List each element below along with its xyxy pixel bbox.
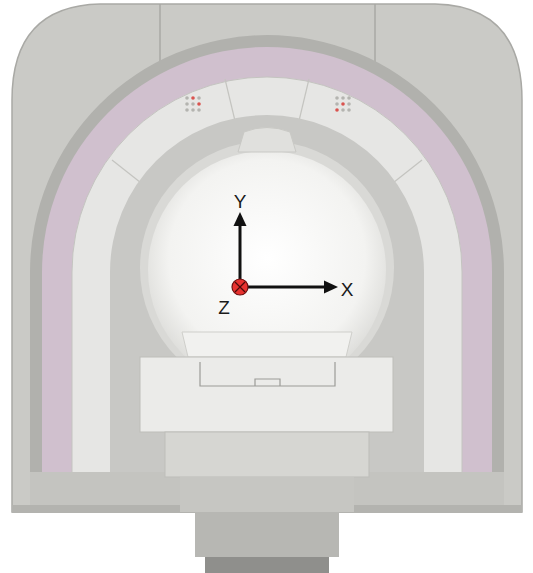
bore — [148, 151, 386, 389]
table-rail — [255, 379, 280, 386]
gantry-face — [72, 77, 462, 482]
z-axis-into-page — [235, 282, 245, 292]
scanner-housing — [12, 4, 522, 512]
table-foot — [205, 557, 329, 573]
axis-label: Y — [234, 192, 247, 211]
z-axis-into-page — [232, 279, 248, 295]
y-axis — [239, 224, 242, 287]
arrow-head — [324, 281, 338, 294]
table-front — [140, 357, 393, 432]
inner-ring — [110, 115, 424, 482]
table-base — [180, 477, 354, 512]
z-axis-into-page — [235, 282, 245, 292]
panel-seam — [225, 79, 236, 125]
panel-seam — [159, 4, 161, 62]
indicator-dots — [185, 96, 351, 112]
arrow-head — [234, 212, 247, 226]
table-base — [195, 512, 339, 557]
axis-label: X — [341, 280, 354, 299]
outer-ring — [30, 35, 504, 482]
axis-label: Z — [218, 298, 230, 317]
x-axis — [240, 286, 325, 289]
panel-seam — [374, 4, 376, 62]
table-rail — [200, 362, 335, 386]
table-base — [165, 432, 369, 477]
bore-hood — [238, 128, 296, 153]
magnet-ring — [42, 47, 492, 482]
panel-seam — [298, 79, 309, 125]
table-top — [182, 332, 352, 357]
